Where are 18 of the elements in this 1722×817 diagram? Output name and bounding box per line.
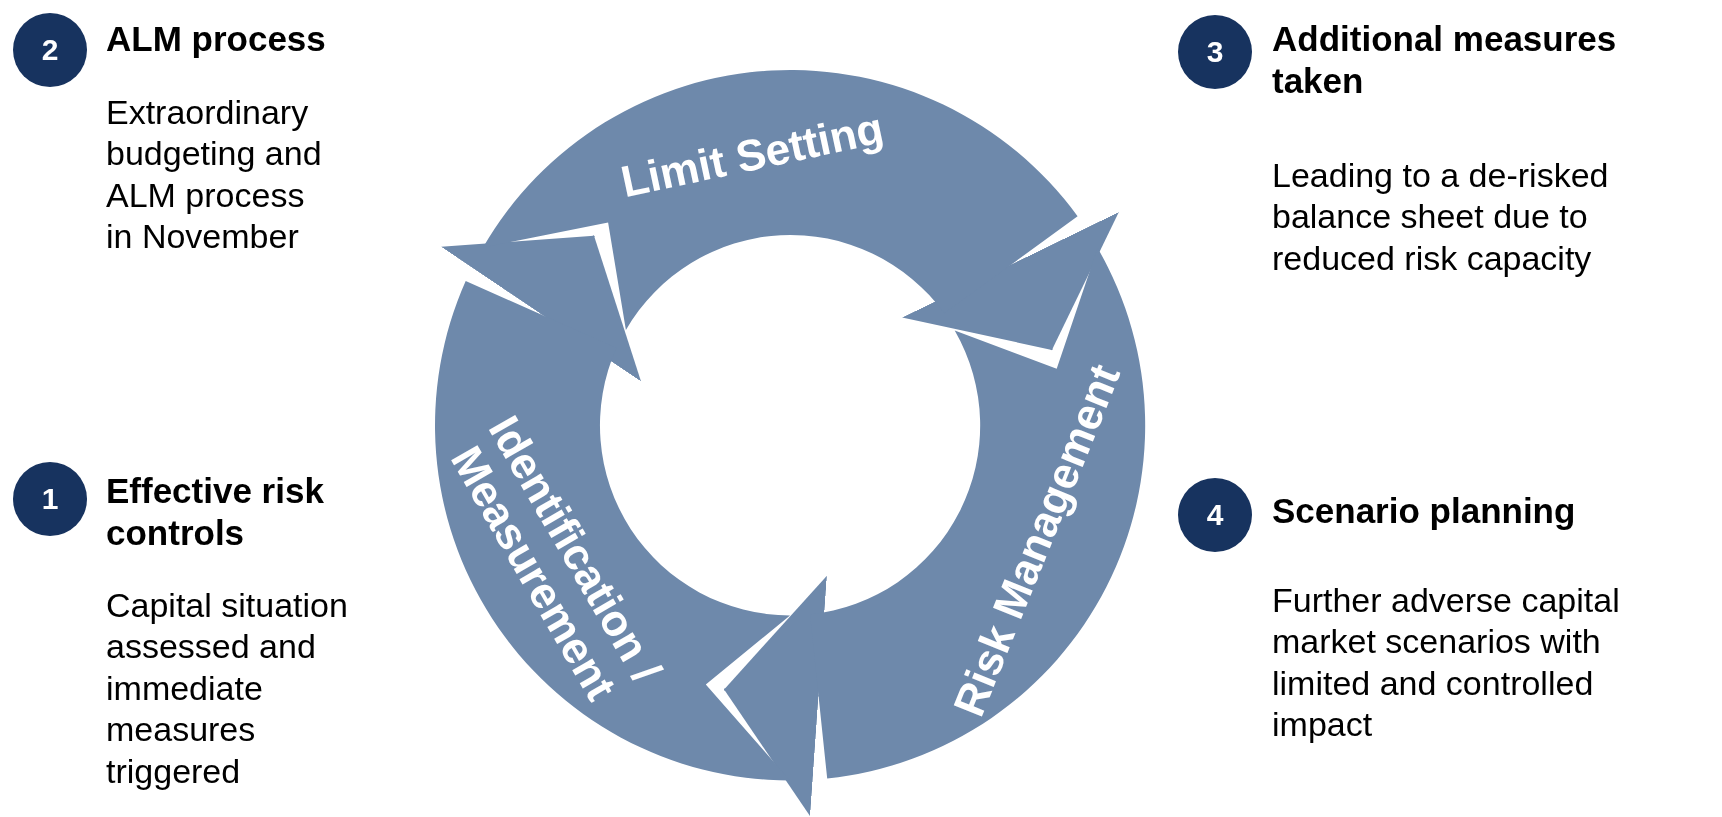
arrowhead bbox=[723, 575, 827, 817]
section-heading: ALM process bbox=[106, 18, 327, 60]
arc-segment bbox=[482, 70, 1078, 330]
number-circle: 4 bbox=[1178, 478, 1252, 552]
section-description: Further adverse capital market scenarios with limited and controlled impact bbox=[1272, 580, 1621, 746]
number-circle: 2 bbox=[13, 13, 87, 87]
number-circle: 3 bbox=[1178, 15, 1252, 89]
section-description: Capital situation assessed and immediate measures triggered bbox=[106, 585, 349, 792]
section-heading: Effective risk controls bbox=[106, 470, 325, 554]
section-heading: Additional measures taken bbox=[1272, 18, 1618, 102]
section-heading: Scenario planning bbox=[1272, 490, 1577, 532]
number-circle: 1 bbox=[13, 462, 87, 536]
arrowhead bbox=[902, 212, 1119, 351]
section-description: Extraordinary budgeting and ALM process in November bbox=[106, 92, 323, 258]
arc-segment bbox=[435, 280, 790, 780]
arrowhead bbox=[441, 234, 642, 382]
section-description: Leading to a de-risked balance sheet due to reduced risk capacity bbox=[1272, 155, 1610, 279]
arrow-label: Limit Setting bbox=[616, 103, 888, 207]
